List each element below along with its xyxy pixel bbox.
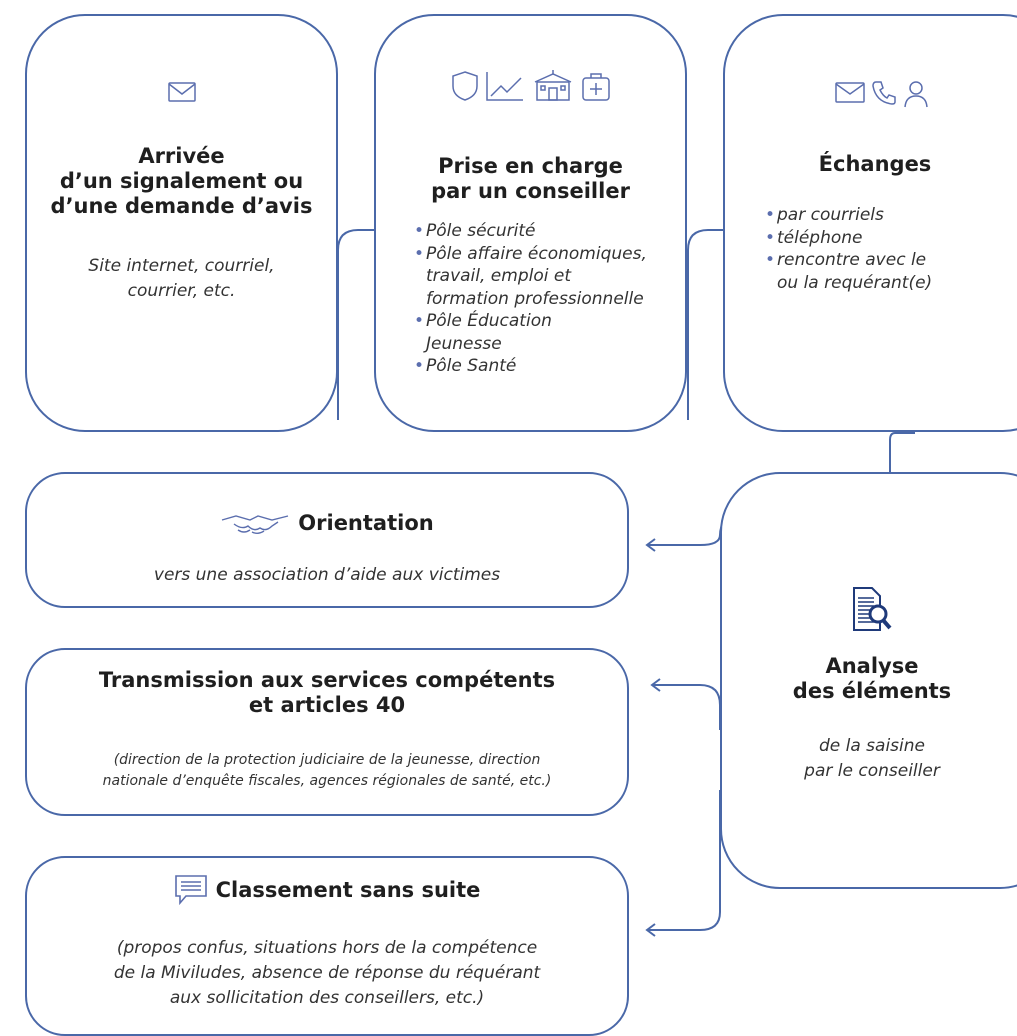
card-care-title: Prise en charge par un conseiller — [376, 154, 685, 204]
connector-analysis-to-transmission — [652, 684, 721, 730]
title-line: Transmission aux services compétents — [98, 668, 556, 692]
list-item: rencontre avec le ou la requérant(e) — [765, 249, 1017, 294]
list-item-text: Pôle sécurité — [426, 221, 536, 241]
subtitle-line: nationale d’enquête fiscales, agences ré… — [102, 773, 552, 789]
list-item-text: ou la requérant(e) — [777, 272, 933, 293]
arrowhead — [650, 678, 661, 692]
card-orientation-subtitle: vers une association d’aide aux victimes — [153, 565, 501, 585]
card-care-icons — [376, 70, 685, 102]
card-exchanges-icons — [835, 80, 929, 108]
list-item-text: par courriels — [777, 205, 884, 225]
subtitle-line: de la Miviludes, absence de réponse du r… — [113, 963, 541, 983]
title-line: Prise en charge — [438, 154, 623, 178]
list-item: par courriels — [765, 204, 1017, 227]
list-item-text: téléphone — [777, 227, 863, 248]
title-line: d’un signalement ou — [59, 169, 304, 193]
list-item: Pôle Éducation Jeunesse — [414, 310, 684, 355]
list-item-text: travail, emploi et — [426, 266, 571, 286]
card-care: Prise en charge par un conseiller Pôle s… — [374, 14, 687, 432]
card-analysis-title: Analyse des éléments — [722, 654, 1017, 704]
subtitle-line: courrier, etc. — [127, 281, 236, 301]
list-item-text: Pôle affaire économiques, — [426, 243, 647, 264]
envelope-icon — [835, 82, 865, 103]
card-orientation: Orientation vers une association d’aide … — [25, 472, 629, 608]
card-classement-title: Classement sans suite — [215, 877, 481, 902]
card-transmission-title: Transmission aux services compétents et … — [27, 668, 627, 718]
subtitle-line: (direction de la protection judiciaire d… — [113, 752, 541, 768]
list-item: téléphone — [765, 227, 1017, 250]
list-item: Pôle affaire économiques, travail, emplo… — [414, 243, 684, 311]
document-search-icon — [853, 587, 892, 631]
user-icon — [904, 81, 928, 108]
list-item-text: rencontre avec le — [777, 250, 927, 270]
card-orientation-title: Orientation — [298, 510, 434, 535]
card-orientation-heading: Orientation — [27, 510, 627, 536]
phone-icon — [872, 81, 896, 105]
title-line: d’une demande d’avis — [50, 194, 313, 218]
list-item-text: Pôle Santé — [426, 356, 517, 376]
card-exchanges-title: Échanges — [818, 152, 932, 176]
card-arrival: Arrivée d’un signalement ou d’une demand… — [25, 14, 338, 432]
title-line: Analyse — [825, 654, 919, 678]
card-transmission-subtitle: (direction de la protection judiciaire d… — [27, 750, 627, 792]
medical-kit-icon — [581, 73, 610, 101]
connector-analysis-to-classement — [647, 790, 721, 931]
card-classement-subtitle: (propos confus, situations hors de la co… — [27, 936, 627, 1011]
title-line: par un conseiller — [431, 179, 630, 203]
list-item: Pôle sécurité — [414, 220, 684, 243]
card-analysis-subtitle: de la saisine par le conseiller — [722, 734, 1017, 784]
subtitle-line: de la saisine — [818, 736, 925, 756]
subtitle-line: (propos confus, situations hors de la co… — [116, 938, 538, 958]
card-exchanges-list: par courriels téléphone rencontre avec l… — [765, 204, 1017, 294]
message-icon — [174, 875, 207, 906]
arrowhead — [645, 538, 656, 552]
shield-icon — [451, 71, 478, 101]
list-item-text: formation professionnelle — [426, 288, 644, 309]
subtitle-line: Site internet, courriel, — [88, 256, 275, 276]
card-arrival-title: Arrivée d’un signalement ou d’une demand… — [27, 144, 336, 219]
school-icon — [534, 70, 571, 101]
chart-line-icon — [485, 72, 523, 101]
handshake-icon — [222, 515, 289, 534]
title-line: des éléments — [792, 679, 952, 703]
list-item: Pôle Santé — [414, 355, 684, 378]
card-arrival-subtitle: Site internet, courriel, courrier, etc. — [27, 254, 336, 304]
envelope-icon — [167, 82, 196, 102]
card-analysis: Analyse des éléments de la saisine par l… — [720, 472, 1017, 889]
subtitle-line: par le conseiller — [804, 761, 940, 781]
card-arrival-icons — [27, 81, 336, 103]
card-exchanges: Échanges par courriels téléphone rencont… — [723, 14, 1017, 432]
list-item-text: Pôle Éducation — [426, 311, 552, 331]
title-line: Arrivée — [138, 144, 225, 168]
card-transmission: Transmission aux services compétents et … — [25, 648, 629, 816]
card-classement-heading: Classement sans suite — [27, 874, 627, 906]
title-line: et articles 40 — [248, 693, 406, 717]
arrowhead — [645, 923, 656, 937]
list-item-text: Jeunesse — [426, 333, 502, 354]
card-care-list: Pôle sécurité Pôle affaire économiques, … — [414, 220, 684, 378]
subtitle-line: aux sollicitation des conseillers, etc.) — [169, 988, 485, 1008]
card-classement: Classement sans suite (propos confus, si… — [25, 856, 629, 1036]
